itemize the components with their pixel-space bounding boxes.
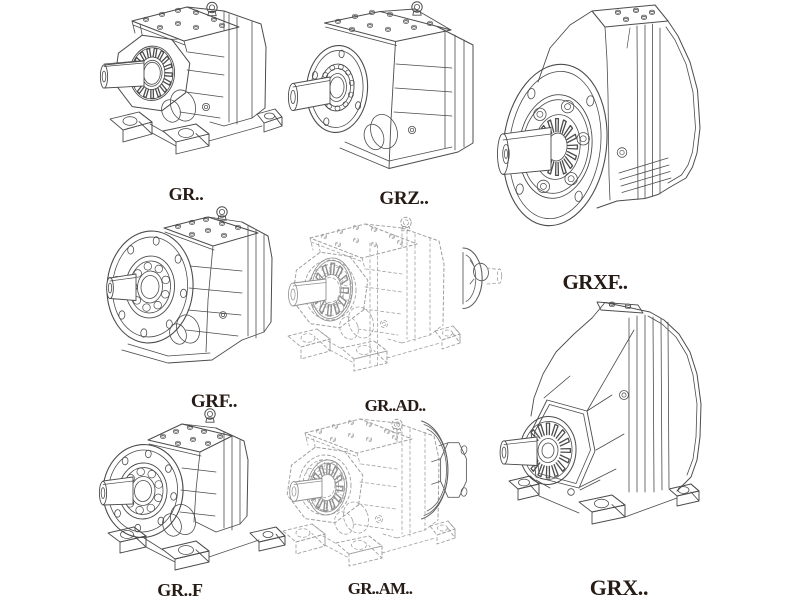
svg-text:GRX..: GRX.. — [590, 575, 648, 600]
svg-text:GR..AM..: GR..AM.. — [348, 579, 413, 598]
svg-text:GRXF..: GRXF.. — [562, 270, 627, 294]
svg-text:GRF..: GRF.. — [191, 391, 237, 412]
svg-text:GR..F: GR..F — [157, 580, 203, 600]
svg-text:GR..: GR.. — [169, 184, 204, 204]
svg-text:GR..AD..: GR..AD.. — [365, 396, 426, 415]
svg-text:GRZ..: GRZ.. — [379, 188, 428, 209]
